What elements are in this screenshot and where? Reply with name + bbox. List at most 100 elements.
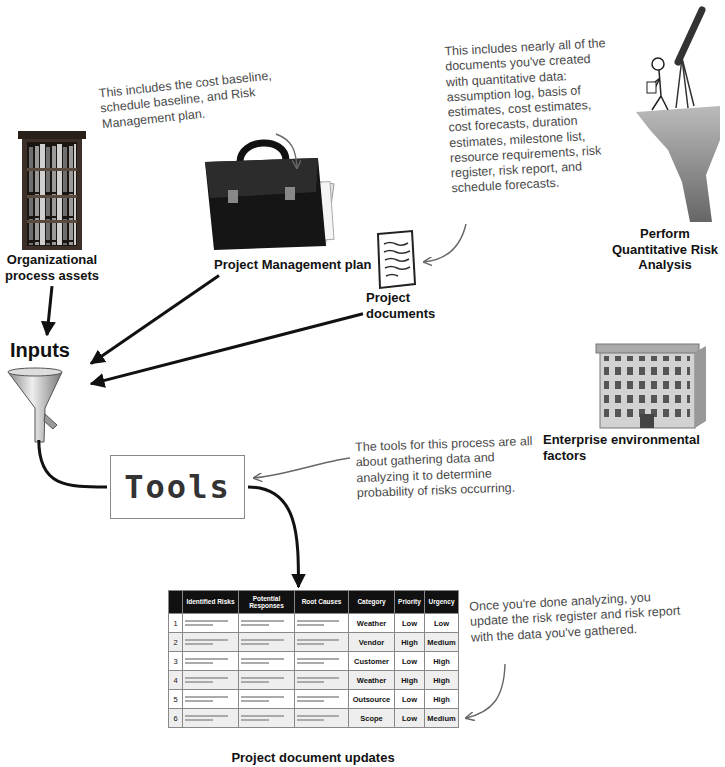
table-cell bbox=[295, 633, 349, 652]
flow-arrow bbox=[39, 440, 107, 487]
column-header: Identified Risks bbox=[185, 598, 236, 605]
table-row: 3CustomerLowHigh bbox=[169, 652, 459, 671]
cell-value: Outsource bbox=[351, 695, 392, 704]
table-cell bbox=[295, 671, 349, 690]
cell-scribble bbox=[241, 700, 269, 702]
column-header: Potential Responses bbox=[241, 595, 292, 609]
node-label: Perform Quantitative Risk Analysis bbox=[608, 226, 722, 273]
cell-value: Low bbox=[397, 657, 422, 666]
table-cell: High bbox=[395, 671, 425, 690]
table-header-cell bbox=[169, 591, 183, 614]
cell-value: Weather bbox=[351, 619, 392, 628]
documents-icon-label: Project documents bbox=[366, 228, 450, 321]
table-header-cell: Root Causes bbox=[295, 591, 349, 614]
table-cell bbox=[183, 652, 239, 671]
cell-scribble bbox=[241, 624, 269, 626]
tools-wordmark: Tools bbox=[124, 468, 230, 506]
table-cell: 2 bbox=[169, 633, 183, 652]
column-header: Root Causes bbox=[297, 598, 346, 605]
flow-arrow bbox=[47, 286, 52, 335]
plan-icon-label: Project Management plan bbox=[200, 132, 390, 273]
table-cell: High bbox=[395, 633, 425, 652]
table-cell bbox=[239, 671, 295, 690]
cell-scribble bbox=[185, 700, 213, 702]
cell-scribble bbox=[297, 696, 339, 698]
column-header: Urgency bbox=[427, 598, 456, 605]
handwritten-note: The tools for this process are all about… bbox=[355, 434, 537, 501]
table-cell: High bbox=[425, 652, 459, 671]
process-title: Perform Quantitative Risk Analysis bbox=[608, 4, 722, 273]
cell-scribble bbox=[185, 620, 228, 622]
cell-scribble bbox=[185, 677, 228, 679]
cell-scribble bbox=[241, 620, 284, 622]
table-cell bbox=[183, 671, 239, 690]
cell-scribble bbox=[297, 677, 339, 679]
cell-scribble bbox=[297, 681, 324, 683]
cell-scribble bbox=[297, 700, 324, 702]
cell-value: Low bbox=[397, 695, 422, 704]
cell-scribble bbox=[185, 639, 228, 641]
table-cell bbox=[295, 690, 349, 709]
table-cell bbox=[239, 614, 295, 633]
briefcase-icon bbox=[205, 143, 334, 250]
cell-scribble bbox=[241, 719, 269, 721]
cell-value: High bbox=[397, 638, 422, 647]
row-number: 6 bbox=[171, 714, 180, 723]
cell-scribble bbox=[297, 658, 339, 660]
row-number: 4 bbox=[171, 676, 180, 685]
table-header-cell: Urgency bbox=[425, 591, 459, 614]
row-number: 1 bbox=[171, 619, 180, 628]
table-cell: Low bbox=[395, 652, 425, 671]
table-cell bbox=[239, 690, 295, 709]
table-cell: High bbox=[425, 671, 459, 690]
building-icon bbox=[596, 344, 706, 428]
table-cell: Medium bbox=[425, 709, 459, 728]
table-header-cell: Identified Risks bbox=[183, 591, 239, 614]
table-header-cell: Potential Responses bbox=[239, 591, 295, 614]
table-cell bbox=[183, 614, 239, 633]
cell-value: High bbox=[427, 676, 456, 685]
table-row: 6ScopeLowMedium bbox=[169, 709, 459, 728]
table-cell: 4 bbox=[169, 671, 183, 690]
cell-value: High bbox=[427, 657, 456, 666]
cell-value: Low bbox=[427, 619, 456, 628]
cell-scribble bbox=[297, 662, 324, 664]
table-cell bbox=[295, 652, 349, 671]
table-row: 1 Weather Low Low bbox=[169, 614, 459, 633]
cell-value: Low bbox=[397, 619, 422, 628]
table-cell: Weather bbox=[349, 614, 395, 633]
node-label: Project documents bbox=[366, 290, 450, 321]
table-cell bbox=[295, 709, 349, 728]
table-cell bbox=[183, 690, 239, 709]
cell-scribble bbox=[185, 662, 213, 664]
table-cell: Scope bbox=[349, 709, 395, 728]
inputs-funnel: Inputs bbox=[6, 338, 88, 440]
cell-scribble bbox=[297, 719, 324, 721]
column-header: Priority bbox=[397, 598, 422, 605]
environment-icon-label: Enterprise environmental factors bbox=[543, 332, 715, 463]
cell-value: Medium bbox=[427, 714, 456, 723]
cell-scribble bbox=[185, 681, 213, 683]
flow-arrow bbox=[91, 314, 363, 384]
funnel-icon bbox=[8, 368, 62, 442]
handwritten-note: This includes nearly all of the document… bbox=[444, 36, 620, 197]
bookshelf-icon bbox=[18, 131, 86, 250]
cell-scribble bbox=[185, 643, 213, 645]
cell-scribble bbox=[241, 662, 269, 664]
cell-scribble bbox=[241, 681, 269, 683]
cell-scribble bbox=[185, 624, 213, 626]
cell-scribble bbox=[241, 658, 284, 660]
table-row: 5OutsourceLowHigh bbox=[169, 690, 459, 709]
table-row: 2VendorHighMedium bbox=[169, 633, 459, 652]
cell-scribble bbox=[241, 643, 269, 645]
table-cell: High bbox=[425, 690, 459, 709]
table-cell: Outsource bbox=[349, 690, 395, 709]
table-cell bbox=[239, 633, 295, 652]
table-cell: 3 bbox=[169, 652, 183, 671]
cell-scribble bbox=[297, 620, 339, 622]
node-label: Enterprise environmental factors bbox=[543, 432, 715, 463]
cell-scribble bbox=[185, 658, 228, 660]
cell-scribble bbox=[297, 643, 324, 645]
